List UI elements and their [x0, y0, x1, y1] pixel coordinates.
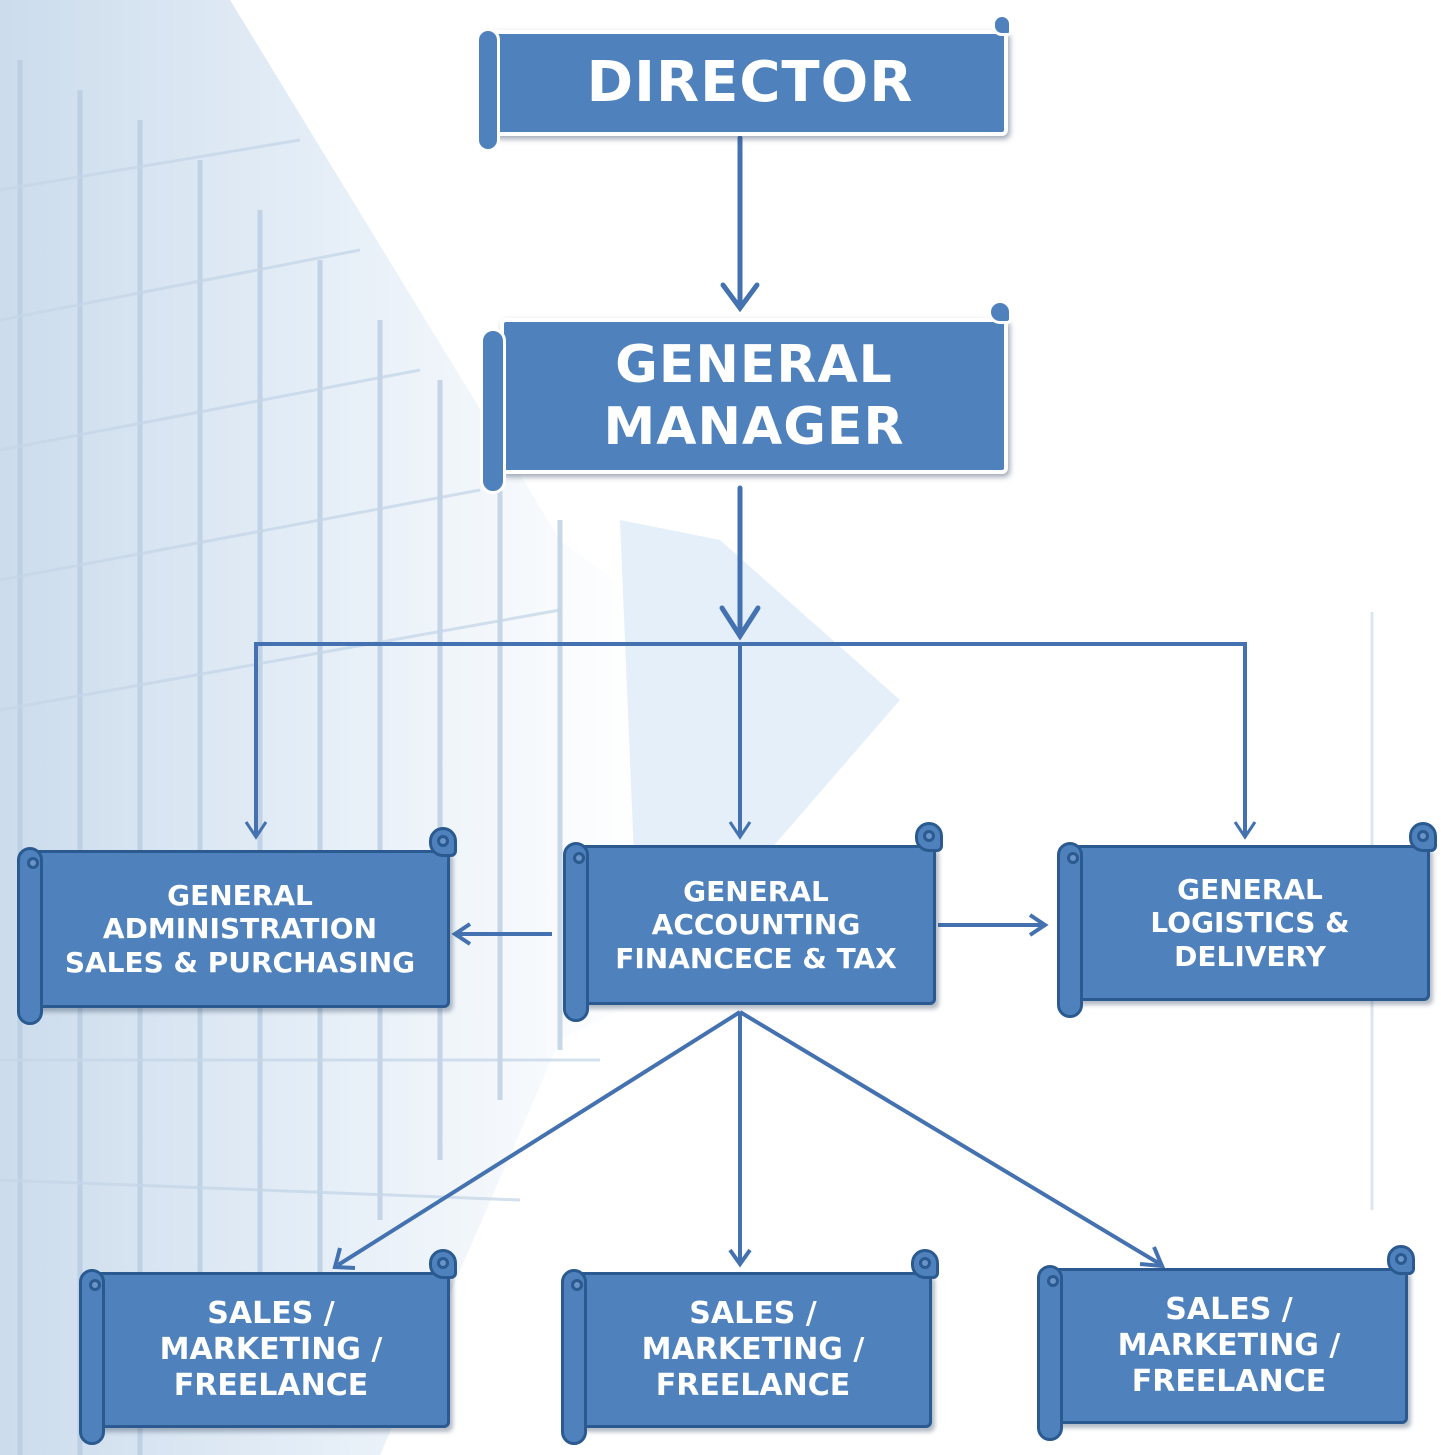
connector-accounting-to-sales-1	[336, 1010, 742, 1267]
general-manager-label: GENERAL MANAGER	[603, 334, 905, 457]
director-node: DIRECTOR	[476, 14, 1012, 152]
sales-node-1: SALES / MARKETING / FREELANCE	[79, 1249, 457, 1445]
logistics-node: GENERAL LOGISTICS & DELIVERY	[1057, 822, 1437, 1018]
sales-node-3: SALES / MARKETING / FREELANCE	[1037, 1245, 1415, 1441]
sales-1-label: SALES / MARKETING / FREELANCE	[159, 1296, 383, 1403]
logistics-label: GENERAL LOGISTICS & DELIVERY	[1150, 872, 1350, 973]
accounting-label: GENERAL ACCOUNTING FINANCECE & TAX	[615, 874, 897, 975]
director-label: DIRECTOR	[586, 50, 914, 116]
sales-3-label: SALES / MARKETING / FREELANCE	[1117, 1292, 1341, 1399]
sales-node-2: SALES / MARKETING / FREELANCE	[561, 1249, 939, 1445]
connector-accounting-to-sales-3	[738, 1010, 1162, 1266]
accounting-node: GENERAL ACCOUNTING FINANCECE & TAX	[563, 822, 943, 1022]
administration-label: GENERAL ADMINISTRATION SALES & PURCHASIN…	[64, 878, 416, 979]
general-manager-node: GENERAL MANAGER	[480, 300, 1012, 494]
sales-2-label: SALES / MARKETING / FREELANCE	[641, 1296, 865, 1403]
administration-node: GENERAL ADMINISTRATION SALES & PURCHASIN…	[17, 827, 457, 1025]
connector-branch-bar	[254, 642, 1247, 835]
